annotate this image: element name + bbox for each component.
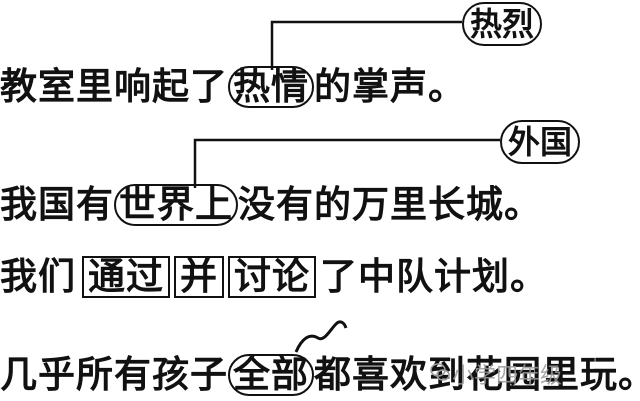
watermark-text: 小学四年级 [452, 364, 563, 389]
sentence-2: 我国有世界上没有的万里长城。 [0, 182, 542, 228]
deletion-mark [294, 320, 348, 353]
boxed-word-2: 并 [174, 256, 224, 298]
circled-word-4: 全部 [228, 354, 314, 396]
sentence-1-suffix: 的掌声。 [314, 65, 466, 108]
sentence-3-suffix: 了中队计划。 [320, 255, 548, 298]
sentence-4-suffix: 都喜欢到花园里玩。 [314, 353, 640, 396]
circled-word-1: 热情 [228, 66, 314, 108]
sentence-3: 我们通过并讨论了中队计划。 [0, 254, 548, 300]
sentence-4: 几乎所有孩子全部都喜欢到花园里玩。 [0, 352, 640, 398]
sentence-3-prefix: 我们 [0, 255, 76, 298]
sentence-2-prefix: 我国有 [0, 183, 114, 226]
circled-word-2: 世界上 [114, 184, 238, 226]
sentence-1: 教室里响起了热情的掌声。 [0, 64, 466, 110]
sentence-4-prefix: 几乎所有孩子 [0, 353, 228, 396]
correction-bubble-1: 热烈 [462, 2, 543, 46]
sentence-2-suffix: 没有的万里长城。 [238, 183, 542, 226]
boxed-word-1: 通过 [82, 256, 170, 298]
boxed-word-3: 讨论 [228, 256, 316, 298]
sentence-1-prefix: 教室里响起了 [0, 65, 228, 108]
correction-bubble-2: 外国 [500, 120, 581, 164]
wechat-icon [430, 363, 450, 381]
